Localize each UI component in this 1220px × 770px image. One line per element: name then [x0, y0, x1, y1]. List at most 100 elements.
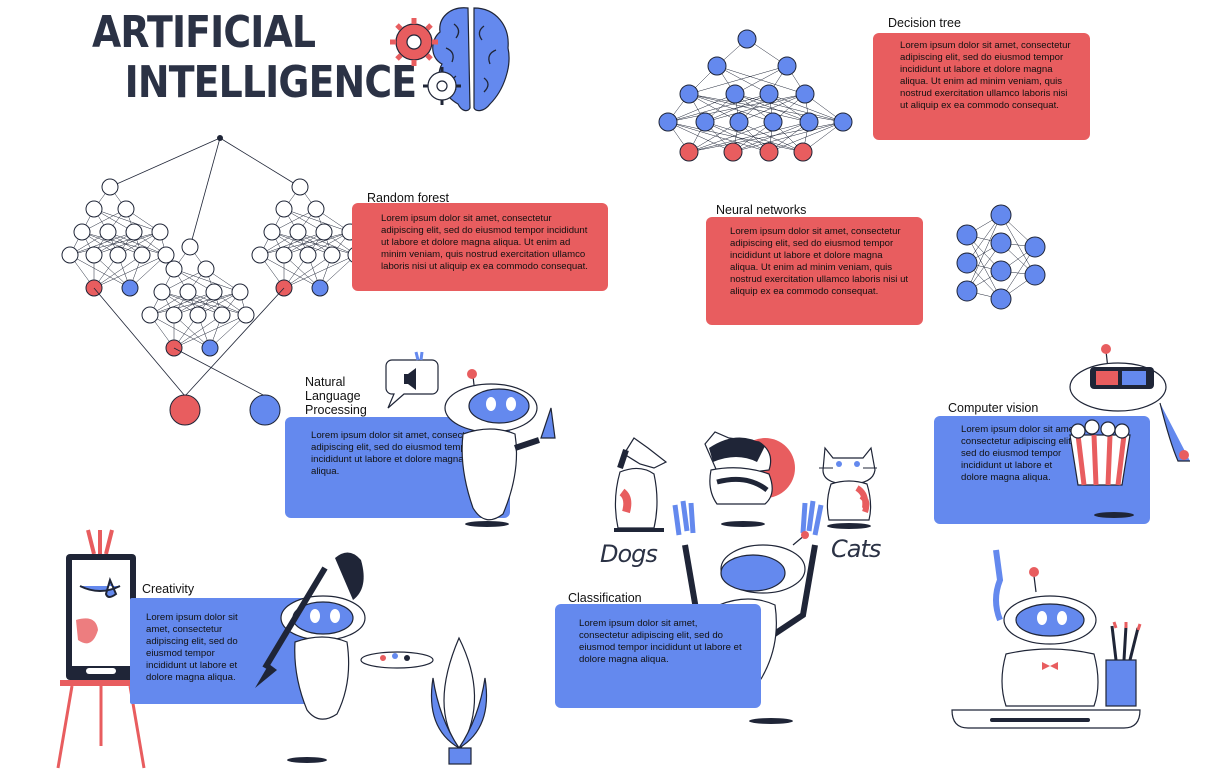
tree-node	[793, 142, 813, 162]
nn-node	[956, 280, 978, 302]
forest-node	[141, 306, 159, 324]
forest-node	[165, 260, 183, 278]
vote-node	[169, 394, 201, 426]
cats-label: Cats	[831, 535, 881, 563]
forest-node	[125, 223, 143, 241]
pencil-cup-icon	[1105, 621, 1142, 707]
forest-node	[231, 283, 249, 301]
forest-node	[85, 246, 103, 264]
tree-node	[723, 142, 743, 162]
decision-tree-label: Decision tree	[888, 16, 961, 30]
easel-icon	[56, 529, 146, 769]
forest-node	[101, 178, 119, 196]
forest-node	[165, 306, 183, 324]
creativity-label: Creativity	[142, 582, 195, 596]
nn-node	[1024, 236, 1046, 258]
computer-vision-text: Lorem ipsum dolor sit amet, consectetur …	[961, 424, 1080, 483]
popcorn-icon	[1069, 419, 1131, 486]
tree-node	[729, 112, 749, 132]
decision-tree-card: Lorem ipsum dolor sit amet, consectetur …	[873, 33, 1090, 140]
tree-node	[799, 112, 819, 132]
nn-node	[956, 224, 978, 246]
tree-node	[795, 84, 815, 104]
forest-node	[151, 223, 169, 241]
dogs-label: Dogs	[600, 540, 658, 568]
forest-node	[197, 260, 215, 278]
forest-node	[289, 223, 307, 241]
nn-node	[1024, 264, 1046, 286]
classification-card: Lorem ipsum dolor sit amet, consectetur …	[555, 604, 761, 708]
tree-node	[725, 84, 745, 104]
forest-node	[237, 306, 255, 324]
laptop-robot-icon	[951, 549, 1142, 729]
neural-networks-label: Neural networks	[716, 203, 807, 217]
random-forest-label: Random forest	[367, 191, 449, 205]
forest-node	[263, 223, 281, 241]
forest-node	[299, 246, 317, 264]
forest-node	[61, 246, 79, 264]
forest-node	[251, 246, 269, 264]
forest-node	[213, 306, 231, 324]
forest-node	[99, 223, 117, 241]
speech-bubble-icon	[385, 351, 439, 409]
dog-icon	[614, 437, 668, 532]
decision-tree-diagram	[658, 29, 853, 162]
neural-networks-card: Lorem ipsum dolor sit amet, consectetur …	[706, 217, 923, 325]
forest-node	[275, 200, 293, 218]
tree-node	[707, 56, 727, 76]
vote-node	[249, 394, 281, 426]
brain-icon	[390, 7, 510, 112]
forest-node	[323, 246, 341, 264]
title-line-2: INTELLIGENCE	[124, 57, 417, 108]
nlp-label-line-2: Language	[305, 389, 361, 403]
page-title: ARTIFICIAL INTELLIGENCE	[92, 7, 417, 108]
popcorn-robot-icon	[1069, 344, 1190, 518]
forest-node	[291, 178, 309, 196]
forest-node	[311, 279, 329, 297]
creativity-text: Lorem ipsum dolor sit amet, consectetur …	[146, 612, 238, 683]
tree-node	[679, 142, 699, 162]
random-forest-card: Lorem ipsum dolor sit amet, consectetur …	[352, 203, 608, 291]
forest-node	[179, 283, 197, 301]
forest-node	[117, 200, 135, 218]
nlp-label-line-3: Processing	[305, 403, 367, 417]
classification-label: Classification	[568, 591, 642, 605]
tree-node	[833, 112, 853, 132]
forest-node	[201, 339, 219, 357]
forest-node	[181, 238, 199, 256]
title-line-1: ARTIFICIAL	[92, 7, 316, 58]
forest-node	[109, 246, 127, 264]
forest-node	[315, 223, 333, 241]
nn-node	[990, 288, 1012, 310]
forest-node	[121, 279, 139, 297]
tree-node	[759, 84, 779, 104]
tree-node	[695, 112, 715, 132]
nn-node	[990, 204, 1012, 226]
tree-node	[759, 142, 779, 162]
tree-node	[777, 56, 797, 76]
tree-node	[737, 29, 757, 49]
tree-node	[679, 84, 699, 104]
forest-node	[189, 306, 207, 324]
robot-icon	[444, 369, 556, 527]
tree-node	[658, 112, 678, 132]
gear-icon	[390, 18, 438, 66]
cat-icon	[819, 446, 877, 529]
feather-icon	[430, 636, 488, 765]
nn-node	[956, 252, 978, 274]
forest-node	[307, 200, 325, 218]
forest-node	[157, 246, 175, 264]
neural-network-diagram	[956, 204, 1046, 310]
forest-node	[133, 246, 151, 264]
computer-vision-label: Computer vision	[948, 401, 1039, 415]
forest-node	[85, 200, 103, 218]
nlp-label: Natural Language Processing	[305, 375, 367, 417]
painter-robot-icon	[255, 552, 434, 763]
tree-node	[763, 112, 783, 132]
forest-node	[153, 283, 171, 301]
forest-node	[275, 246, 293, 264]
forest-node	[73, 223, 91, 241]
nn-node	[990, 232, 1012, 254]
forest-node	[205, 283, 223, 301]
nn-node	[990, 260, 1012, 282]
